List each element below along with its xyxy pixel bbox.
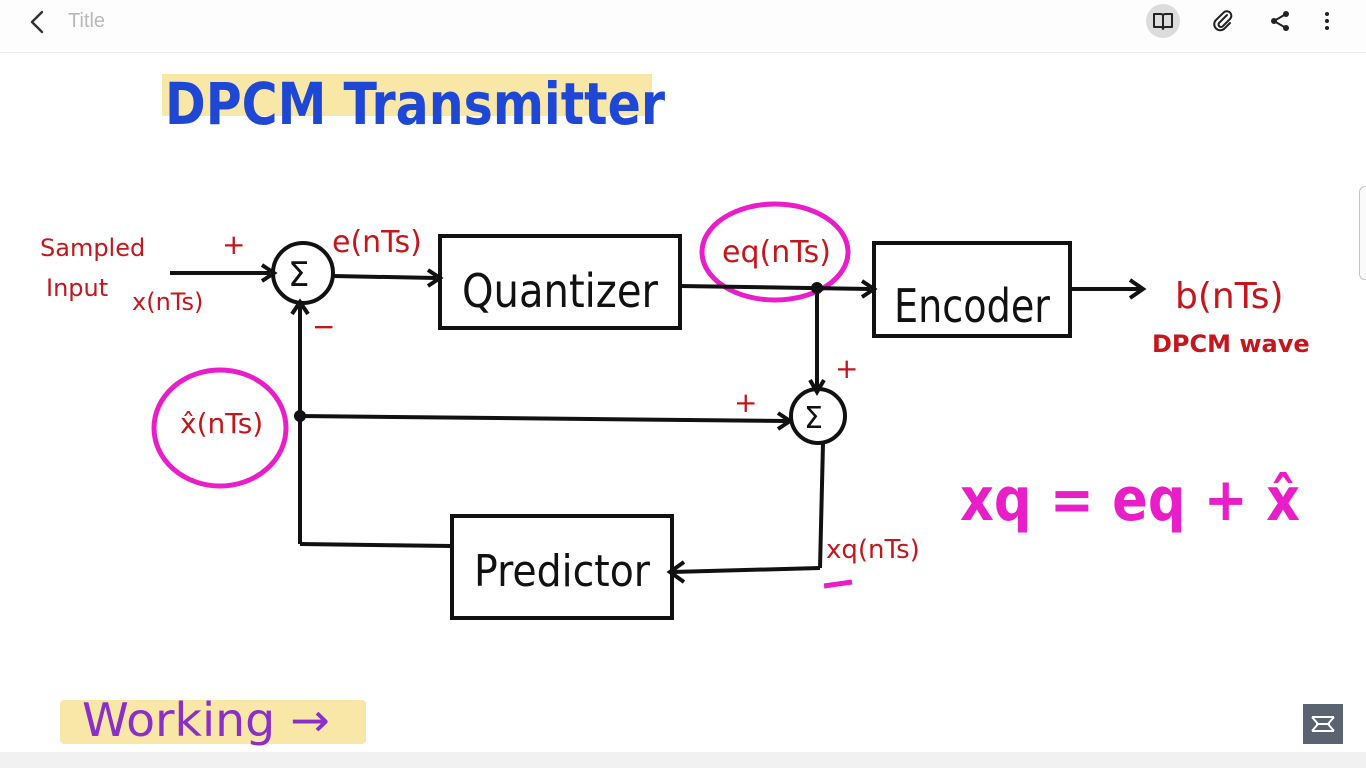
attach-icon[interactable] xyxy=(1206,4,1240,38)
minus-sign-feedback: − xyxy=(312,310,335,343)
share-icon[interactable] xyxy=(1263,4,1297,38)
note-canvas[interactable]: DPCM Transmitter Sampled Input x(nTs) + … xyxy=(0,53,1366,753)
more-vertical-icon[interactable] xyxy=(1310,4,1344,38)
predictor-output-line xyxy=(299,542,453,548)
book-view-icon[interactable] xyxy=(1146,4,1180,38)
plus-sign-input: + xyxy=(222,228,245,261)
heading-title: DPCM Transmitter xyxy=(165,70,665,138)
predictor-label: Predictor xyxy=(474,546,651,597)
prediction-arrowhead xyxy=(776,411,794,431)
error-signal-label: e(nTs) xyxy=(332,225,422,260)
eq-highlight-circle xyxy=(699,201,851,303)
quantizer-encoder-line xyxy=(679,284,871,291)
heading-highlight xyxy=(162,74,652,116)
output-caption: DPCM wave xyxy=(1152,330,1310,358)
input-signal-label: x(nTs) xyxy=(132,288,203,316)
back-chevron-icon[interactable] xyxy=(24,8,52,36)
sum-symbol-1: Σ xyxy=(288,255,309,295)
plus-sign-left: + xyxy=(734,386,757,419)
prediction-line xyxy=(299,414,788,423)
channel-logo xyxy=(1303,704,1343,744)
quantized-error-label: eq(nTs) xyxy=(722,235,831,270)
sum2-down-line xyxy=(818,442,825,569)
xq-underline-mark xyxy=(823,579,853,589)
plus-sign-top: + xyxy=(835,352,858,385)
predictor-input-line xyxy=(671,566,821,574)
input-label-input: Input xyxy=(46,274,108,302)
equation-text: xq = eq + x̂ xyxy=(960,465,1300,535)
bottom-strip xyxy=(0,752,1366,768)
quantized-signal-label: xq(nTs) xyxy=(826,535,920,565)
branch-down-arrowhead xyxy=(808,378,826,396)
predictor-block xyxy=(450,514,674,620)
feedback-up-arrowhead xyxy=(290,298,310,316)
error-arrow xyxy=(332,274,437,280)
predicted-signal-label: x̂(nTs) xyxy=(180,407,263,440)
side-panel-handle[interactable] xyxy=(1359,186,1366,280)
output-signal-label: b(nTs) xyxy=(1175,276,1284,317)
quantizer-block xyxy=(438,234,682,330)
quantizer-label: Quantizer xyxy=(462,264,658,318)
working-label: Working → xyxy=(82,693,330,747)
output-arrowhead xyxy=(1128,278,1147,300)
title-input[interactable]: Title xyxy=(68,10,106,32)
sum-symbol-2: Σ xyxy=(804,401,823,436)
working-highlight xyxy=(60,700,366,744)
xhat-highlight-circle xyxy=(151,367,289,489)
summing-junction-2 xyxy=(789,387,847,445)
top-toolbar: Title xyxy=(0,0,1366,53)
encoder-label: Encoder xyxy=(894,279,1050,333)
input-label-sampled: Sampled xyxy=(40,234,145,262)
